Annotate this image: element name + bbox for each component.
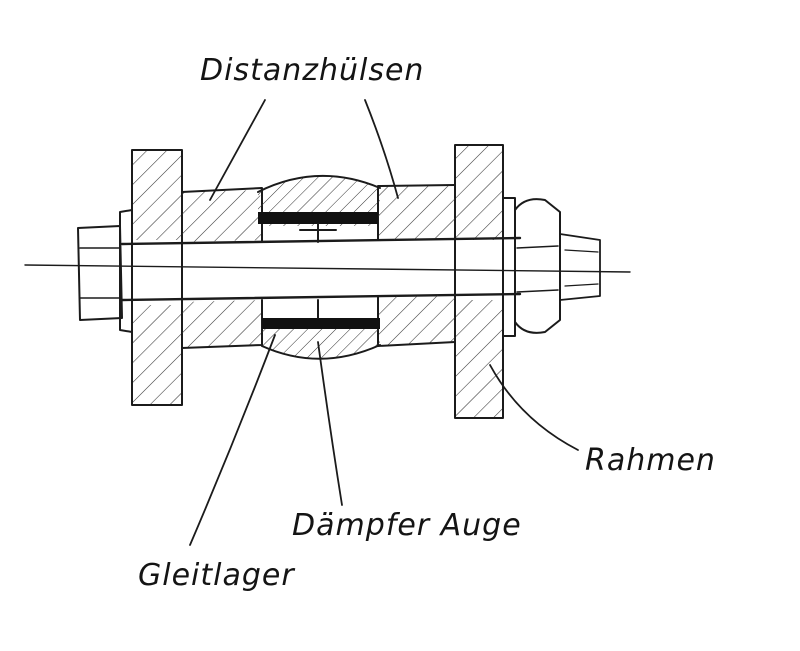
bolt-head <box>77 209 133 333</box>
label-daempfer-auge: Dämpfer Auge <box>292 508 522 543</box>
label-rahmen: Rahmen <box>585 443 716 478</box>
center-axis-line <box>24 264 631 273</box>
label-gleitlager: Gleitlager <box>138 558 295 593</box>
leader-daempfer-auge <box>317 341 343 506</box>
spacer-sleeve-right <box>377 184 456 347</box>
washer-nut <box>502 197 601 337</box>
slide-bearing <box>258 212 380 329</box>
leader-distanzhuelsen-right <box>364 99 399 199</box>
label-distanzhuelsen: Distanzhülsen <box>200 53 424 88</box>
bolt-shaft <box>120 236 522 302</box>
leader-distanzhuelsen-left <box>209 99 266 201</box>
leader-rahmen <box>489 364 579 451</box>
frame-plate-right <box>454 144 504 419</box>
leader-gleitlager <box>189 334 276 546</box>
